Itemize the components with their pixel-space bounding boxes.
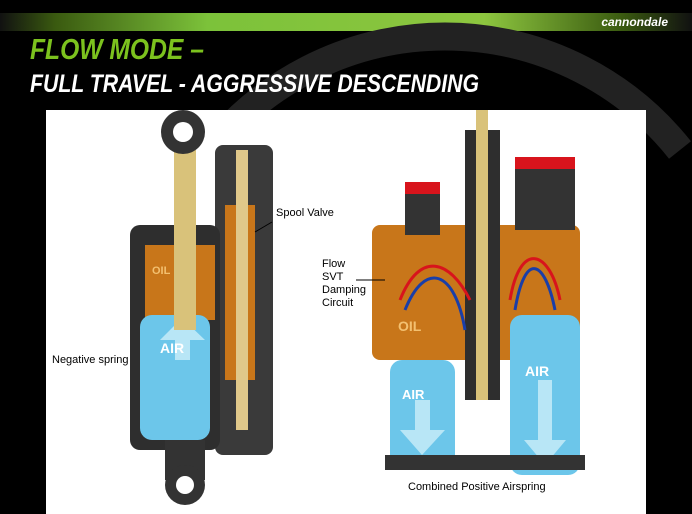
brand-logo: cannondale [601,15,668,29]
oil-label: OIL [152,265,171,277]
combined-airspring-label: Combined Positive Airspring [408,481,546,493]
slide-subtitle: FULL TRAVEL - AGGRESSIVE DESCENDING [30,70,480,98]
flow-circuit-label: Flow SVT Damping Circuit [322,258,366,310]
air-label-mid: AIR [402,387,425,402]
oil-label-right: OIL [398,318,422,334]
flow-line-3: Damping [322,284,367,296]
left-shock [130,110,273,505]
air-label-left: AIR [160,340,185,356]
flow-line-4: Circuit [322,297,354,309]
negative-spring-label: Negative spring [52,354,129,366]
flow-line-1: Flow [322,258,346,270]
right-shock [356,110,585,475]
header-bar [0,13,692,31]
flow-line-2: SVT [322,271,344,283]
slide-title: FLOW MODE – [30,34,204,66]
spool-valve-label: Spool Valve [276,207,334,219]
air-label-right: AIR [525,363,550,379]
